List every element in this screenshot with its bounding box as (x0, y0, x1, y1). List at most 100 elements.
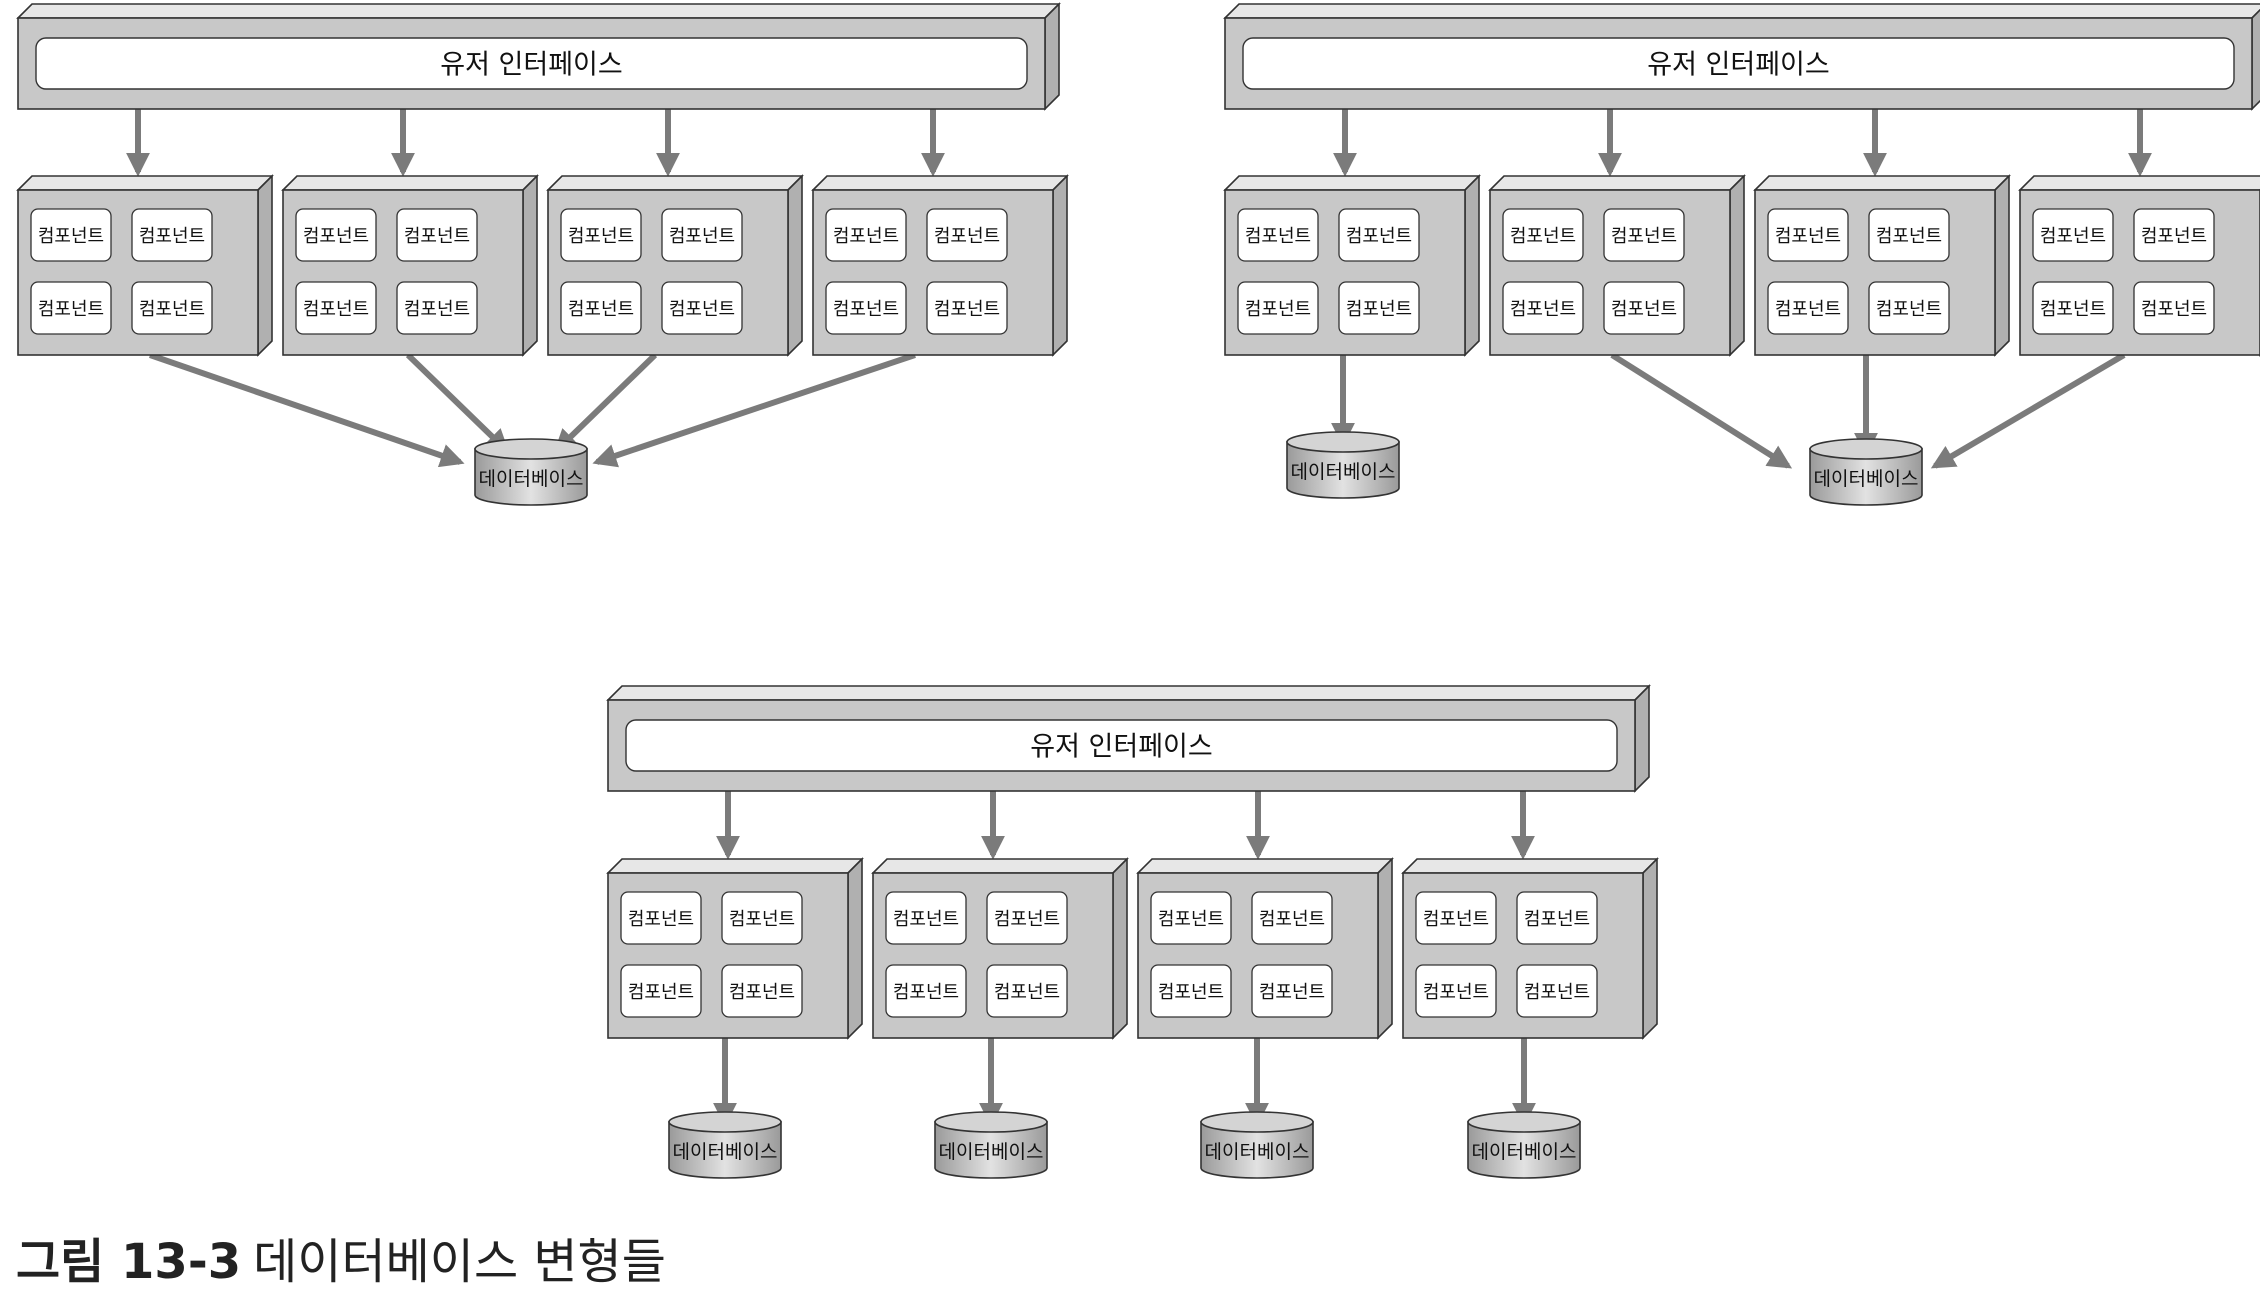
component: 컴포넌트 (2032, 208, 2114, 262)
module-to-database-arrow (1930, 352, 2126, 469)
database-top (668, 1111, 782, 1133)
component: 컴포넌트 (1767, 281, 1849, 335)
box-top-face (16, 175, 274, 191)
component: 컴포넌트 (1251, 891, 1333, 945)
box-top-face (1223, 175, 1481, 191)
component-box (926, 208, 1008, 262)
module-to-database-arrow (149, 352, 465, 468)
component: 컴포넌트 (396, 208, 478, 262)
component-box (885, 964, 967, 1018)
component-box (825, 208, 907, 262)
component-label: 컴포넌트 (568, 226, 634, 247)
box-side-face (1112, 857, 1128, 1040)
box-side-face (1464, 174, 1480, 357)
box-top-face (811, 175, 1069, 191)
component: 컴포넌트 (1502, 281, 1584, 335)
database-label: 데이터베이스 (1472, 1141, 1577, 1163)
component-label: 컴포넌트 (1346, 226, 1412, 247)
database-top (1286, 431, 1400, 453)
component-label: 컴포넌트 (139, 299, 205, 320)
user-interface-panel (625, 719, 1618, 772)
user-interface-label: 유저 인터페이스 (1030, 732, 1212, 763)
component-label: 컴포넌트 (833, 299, 899, 320)
arrows (1331, 109, 2152, 469)
component-box (560, 208, 642, 262)
box-side-face (1994, 174, 2010, 357)
component: 컴포넌트 (1868, 208, 1950, 262)
component-box (1150, 964, 1232, 1018)
component-label: 컴포넌트 (38, 226, 104, 247)
database-cylinder: 데이터베이스 (668, 1111, 782, 1179)
component: 컴포넌트 (1603, 281, 1685, 335)
component-box (1502, 208, 1584, 262)
component-box (721, 964, 803, 1018)
component: 컴포넌트 (2133, 208, 2215, 262)
database-body (934, 1121, 1048, 1179)
component-label: 컴포넌트 (729, 909, 795, 930)
database-cylinder: 데이터베이스 (474, 438, 588, 506)
user-interface-panel (35, 37, 1028, 90)
component-label: 컴포넌트 (2141, 226, 2207, 247)
component-label: 컴포넌트 (1524, 982, 1590, 1003)
component-box (926, 281, 1008, 335)
component-label: 컴포넌트 (1876, 226, 1942, 247)
component: 컴포넌트 (1415, 891, 1497, 945)
figure-number: 그림 13-3 (16, 1234, 242, 1290)
component-label: 컴포넌트 (1876, 299, 1942, 320)
component-box (1415, 964, 1497, 1018)
component-label: 컴포넌트 (994, 982, 1060, 1003)
box-side-face (1634, 684, 1650, 793)
component-label: 컴포넌트 (139, 226, 205, 247)
component-label: 컴포넌트 (1611, 299, 1677, 320)
component: 컴포넌트 (131, 281, 213, 335)
component-box (825, 281, 907, 335)
component-label: 컴포넌트 (1611, 226, 1677, 247)
component-label: 컴포넌트 (1423, 909, 1489, 930)
component: 컴포넌트 (1338, 281, 1420, 335)
component-box (1150, 891, 1232, 945)
component-label: 컴포넌트 (1245, 299, 1311, 320)
figure-title: 데이터베이스 변형들 (253, 1234, 666, 1290)
database-body (1286, 441, 1400, 499)
database-label: 데이터베이스 (1291, 461, 1396, 483)
component: 컴포넌트 (1338, 208, 1420, 262)
component-label: 컴포넌트 (404, 226, 470, 247)
component-box (1516, 891, 1598, 945)
component-box (721, 891, 803, 945)
component-label: 컴포넌트 (38, 299, 104, 320)
component-label: 컴포넌트 (1158, 982, 1224, 1003)
component-label: 컴포넌트 (1259, 909, 1325, 930)
component: 컴포넌트 (1150, 964, 1232, 1018)
component-label: 컴포넌트 (568, 299, 634, 320)
component: 컴포넌트 (620, 964, 702, 1018)
component-box (986, 891, 1068, 945)
database-cylinder: 데이터베이스 (1467, 1111, 1581, 1179)
component: 컴포넌트 (825, 281, 907, 335)
component-box (1603, 208, 1685, 262)
component-box (1251, 964, 1333, 1018)
database-cylinder: 데이터베이스 (1286, 431, 1400, 499)
component: 컴포넌트 (1502, 208, 1584, 262)
component-label: 컴포넌트 (628, 909, 694, 930)
user-interface-layer: 유저 인터페이스 (1223, 3, 2260, 111)
component-label: 컴포넌트 (2040, 226, 2106, 247)
box-top-face (1401, 858, 1659, 874)
component: 컴포넌트 (2032, 281, 2114, 335)
component-box (1868, 208, 1950, 262)
box-side-face (1052, 174, 1068, 357)
component-box (2133, 208, 2215, 262)
component-label: 컴포넌트 (1423, 982, 1489, 1003)
component: 컴포넌트 (30, 281, 112, 335)
component-label: 컴포넌트 (994, 909, 1060, 930)
database-label: 데이터베이스 (673, 1141, 778, 1163)
component-label: 컴포넌트 (1524, 909, 1590, 930)
database-top (1809, 438, 1923, 460)
